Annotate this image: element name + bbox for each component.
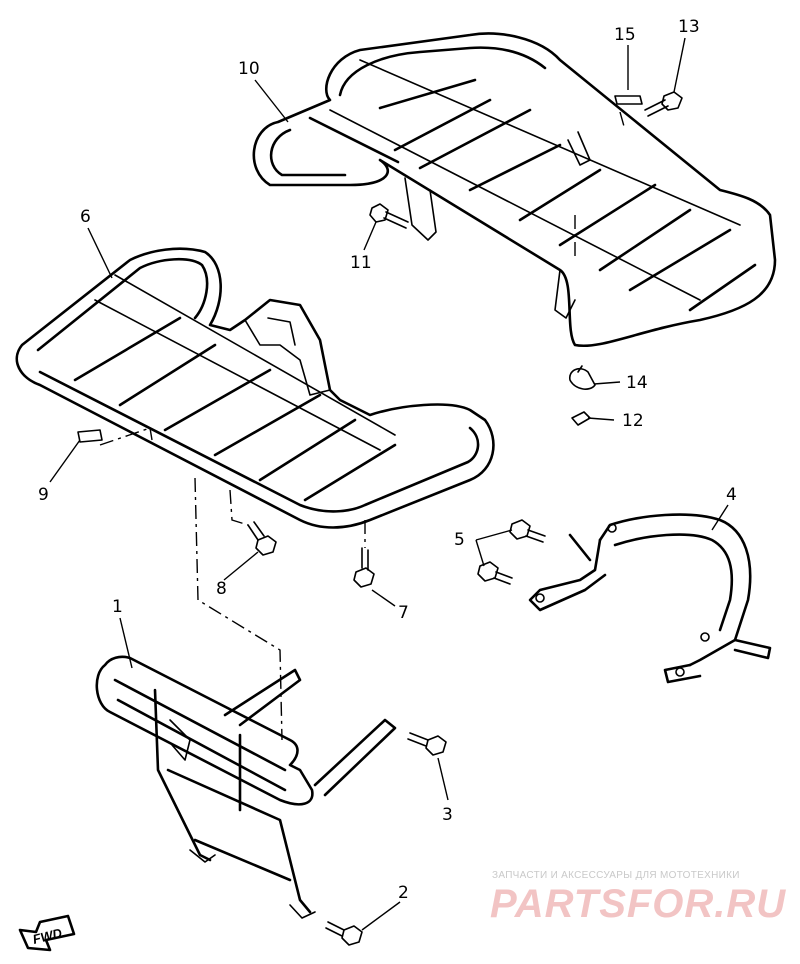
callout-13: 13 (678, 17, 700, 37)
callout-7: 7 (398, 603, 409, 623)
callout-2: 2 (398, 883, 409, 903)
callout-8: 8 (216, 579, 227, 599)
part-3-bolt (407, 732, 447, 756)
part-9-label (77, 429, 103, 443)
part-15-label (614, 95, 643, 105)
callout-6: 6 (80, 207, 91, 227)
part-11-bolt (369, 203, 409, 229)
callout-10: 10 (238, 59, 260, 79)
callout-15: 15 (614, 25, 636, 45)
part-12-nut (571, 411, 591, 426)
callout-14: 14 (626, 373, 648, 393)
callout-numbers: 1 2 3 4 5 6 7 8 9 10 11 12 13 14 15 (38, 17, 737, 903)
part-7-bolt (353, 547, 375, 588)
part-10-rear-carrier (252, 32, 777, 348)
callout-1: 1 (112, 597, 123, 617)
watermark-brand: PARTSFOR.RU (490, 882, 787, 926)
fwd-label: FWD (31, 925, 64, 947)
callout-4: 4 (726, 485, 737, 505)
part-14-clip (569, 365, 596, 390)
callout-5: 5 (454, 530, 465, 550)
callout-9: 9 (38, 485, 49, 505)
callout-12: 12 (622, 411, 644, 431)
part-5-bolts (477, 519, 546, 585)
alignment-lines (99, 111, 626, 741)
watermark-caption: ЗАПЧАСТИ И АКСЕССУАРЫ ДЛЯ МОТОТЕХНИКИ (492, 870, 740, 881)
part-13-bolt (644, 91, 683, 117)
part-8-bolt (247, 521, 277, 556)
part-1-front-guard (95, 655, 397, 919)
part-2-bolt (325, 921, 363, 946)
leader-lines (49, 37, 729, 931)
fwd-arrow: FWD (18, 914, 76, 952)
callout-11: 11 (350, 253, 372, 273)
part-6-front-carrier (15, 247, 495, 529)
part-4-rear-bracket (528, 513, 772, 684)
callout-3: 3 (442, 805, 453, 825)
